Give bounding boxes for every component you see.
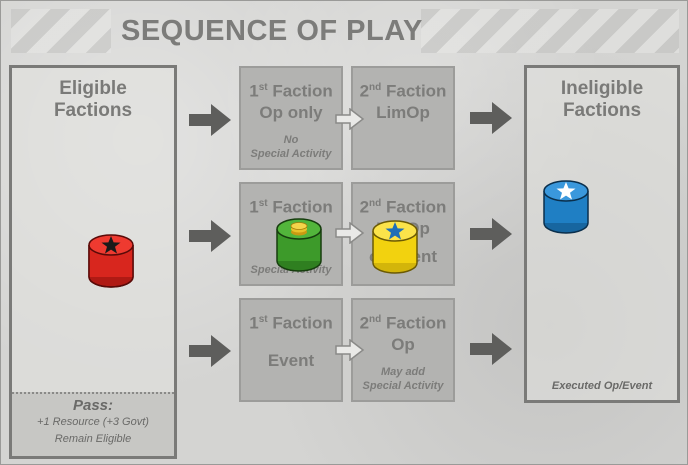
row1-second-heading: 2nd Faction	[359, 81, 447, 101]
eligible-title-line1: Eligible	[59, 78, 127, 99]
row3-second-heading: 2nd Faction	[359, 313, 447, 333]
coin-icon	[290, 222, 308, 236]
row2-entry-arrow-icon	[189, 220, 231, 252]
ineligible-title-line1: Ineligible	[560, 78, 644, 99]
row3-first-heading: 1st Faction	[249, 313, 333, 333]
hazard-stripe-left	[11, 9, 111, 53]
eligible-factions-panel: Eligible Factions Pass: +1 Resource (+3 …	[9, 65, 177, 459]
row3-connector-arrow-icon	[335, 339, 365, 361]
row1-second-action: LimOp	[376, 102, 430, 122]
executed-note: Executed Op/Event	[551, 380, 653, 392]
green-faction-token[interactable]	[275, 217, 323, 275]
pass-line-1: +1 Resource (+3 Govt)	[37, 416, 149, 428]
yellow-faction-token[interactable]	[371, 219, 419, 277]
row1-second-faction-box: 2nd Faction LimOp	[351, 66, 455, 170]
row1-entry-arrow-icon	[189, 104, 231, 136]
row1-first-action: Op only	[259, 102, 323, 122]
ineligible-factions-panel: Ineligible Factions Executed Op/Event	[524, 65, 680, 403]
row3-first-action: Event	[267, 350, 315, 370]
row1-connector-arrow-icon	[335, 108, 365, 130]
page-title: SEQUENCE OF PLAY	[121, 15, 423, 47]
pass-title: Pass:	[72, 397, 114, 414]
blue-faction-token[interactable]	[542, 179, 590, 237]
row2-exit-arrow-icon	[470, 218, 512, 250]
row3-first-faction-box: 1st Faction Event	[239, 298, 343, 402]
ineligible-title-line2: Factions	[562, 100, 642, 121]
row1-exit-arrow-icon	[470, 102, 512, 134]
star-icon	[101, 236, 121, 254]
row1-first-heading: 1st Faction	[249, 81, 333, 101]
star-icon	[556, 182, 576, 200]
row3-entry-arrow-icon	[189, 335, 231, 367]
red-faction-token[interactable]	[87, 233, 135, 291]
hazard-stripe-right	[421, 9, 679, 53]
row3-second-action: Op	[391, 334, 415, 354]
row3-exit-arrow-icon	[470, 333, 512, 365]
row2-first-heading: 1st Faction	[249, 197, 333, 217]
star-icon	[385, 222, 405, 240]
row2-connector-arrow-icon	[335, 222, 365, 244]
eligible-title-line2: Factions	[53, 100, 133, 121]
pass-box: Pass: +1 Resource (+3 Govt) Remain Eligi…	[12, 392, 174, 456]
row2-second-heading: 2nd Faction	[359, 197, 447, 217]
pass-line-2: Remain Eligible	[54, 433, 132, 445]
